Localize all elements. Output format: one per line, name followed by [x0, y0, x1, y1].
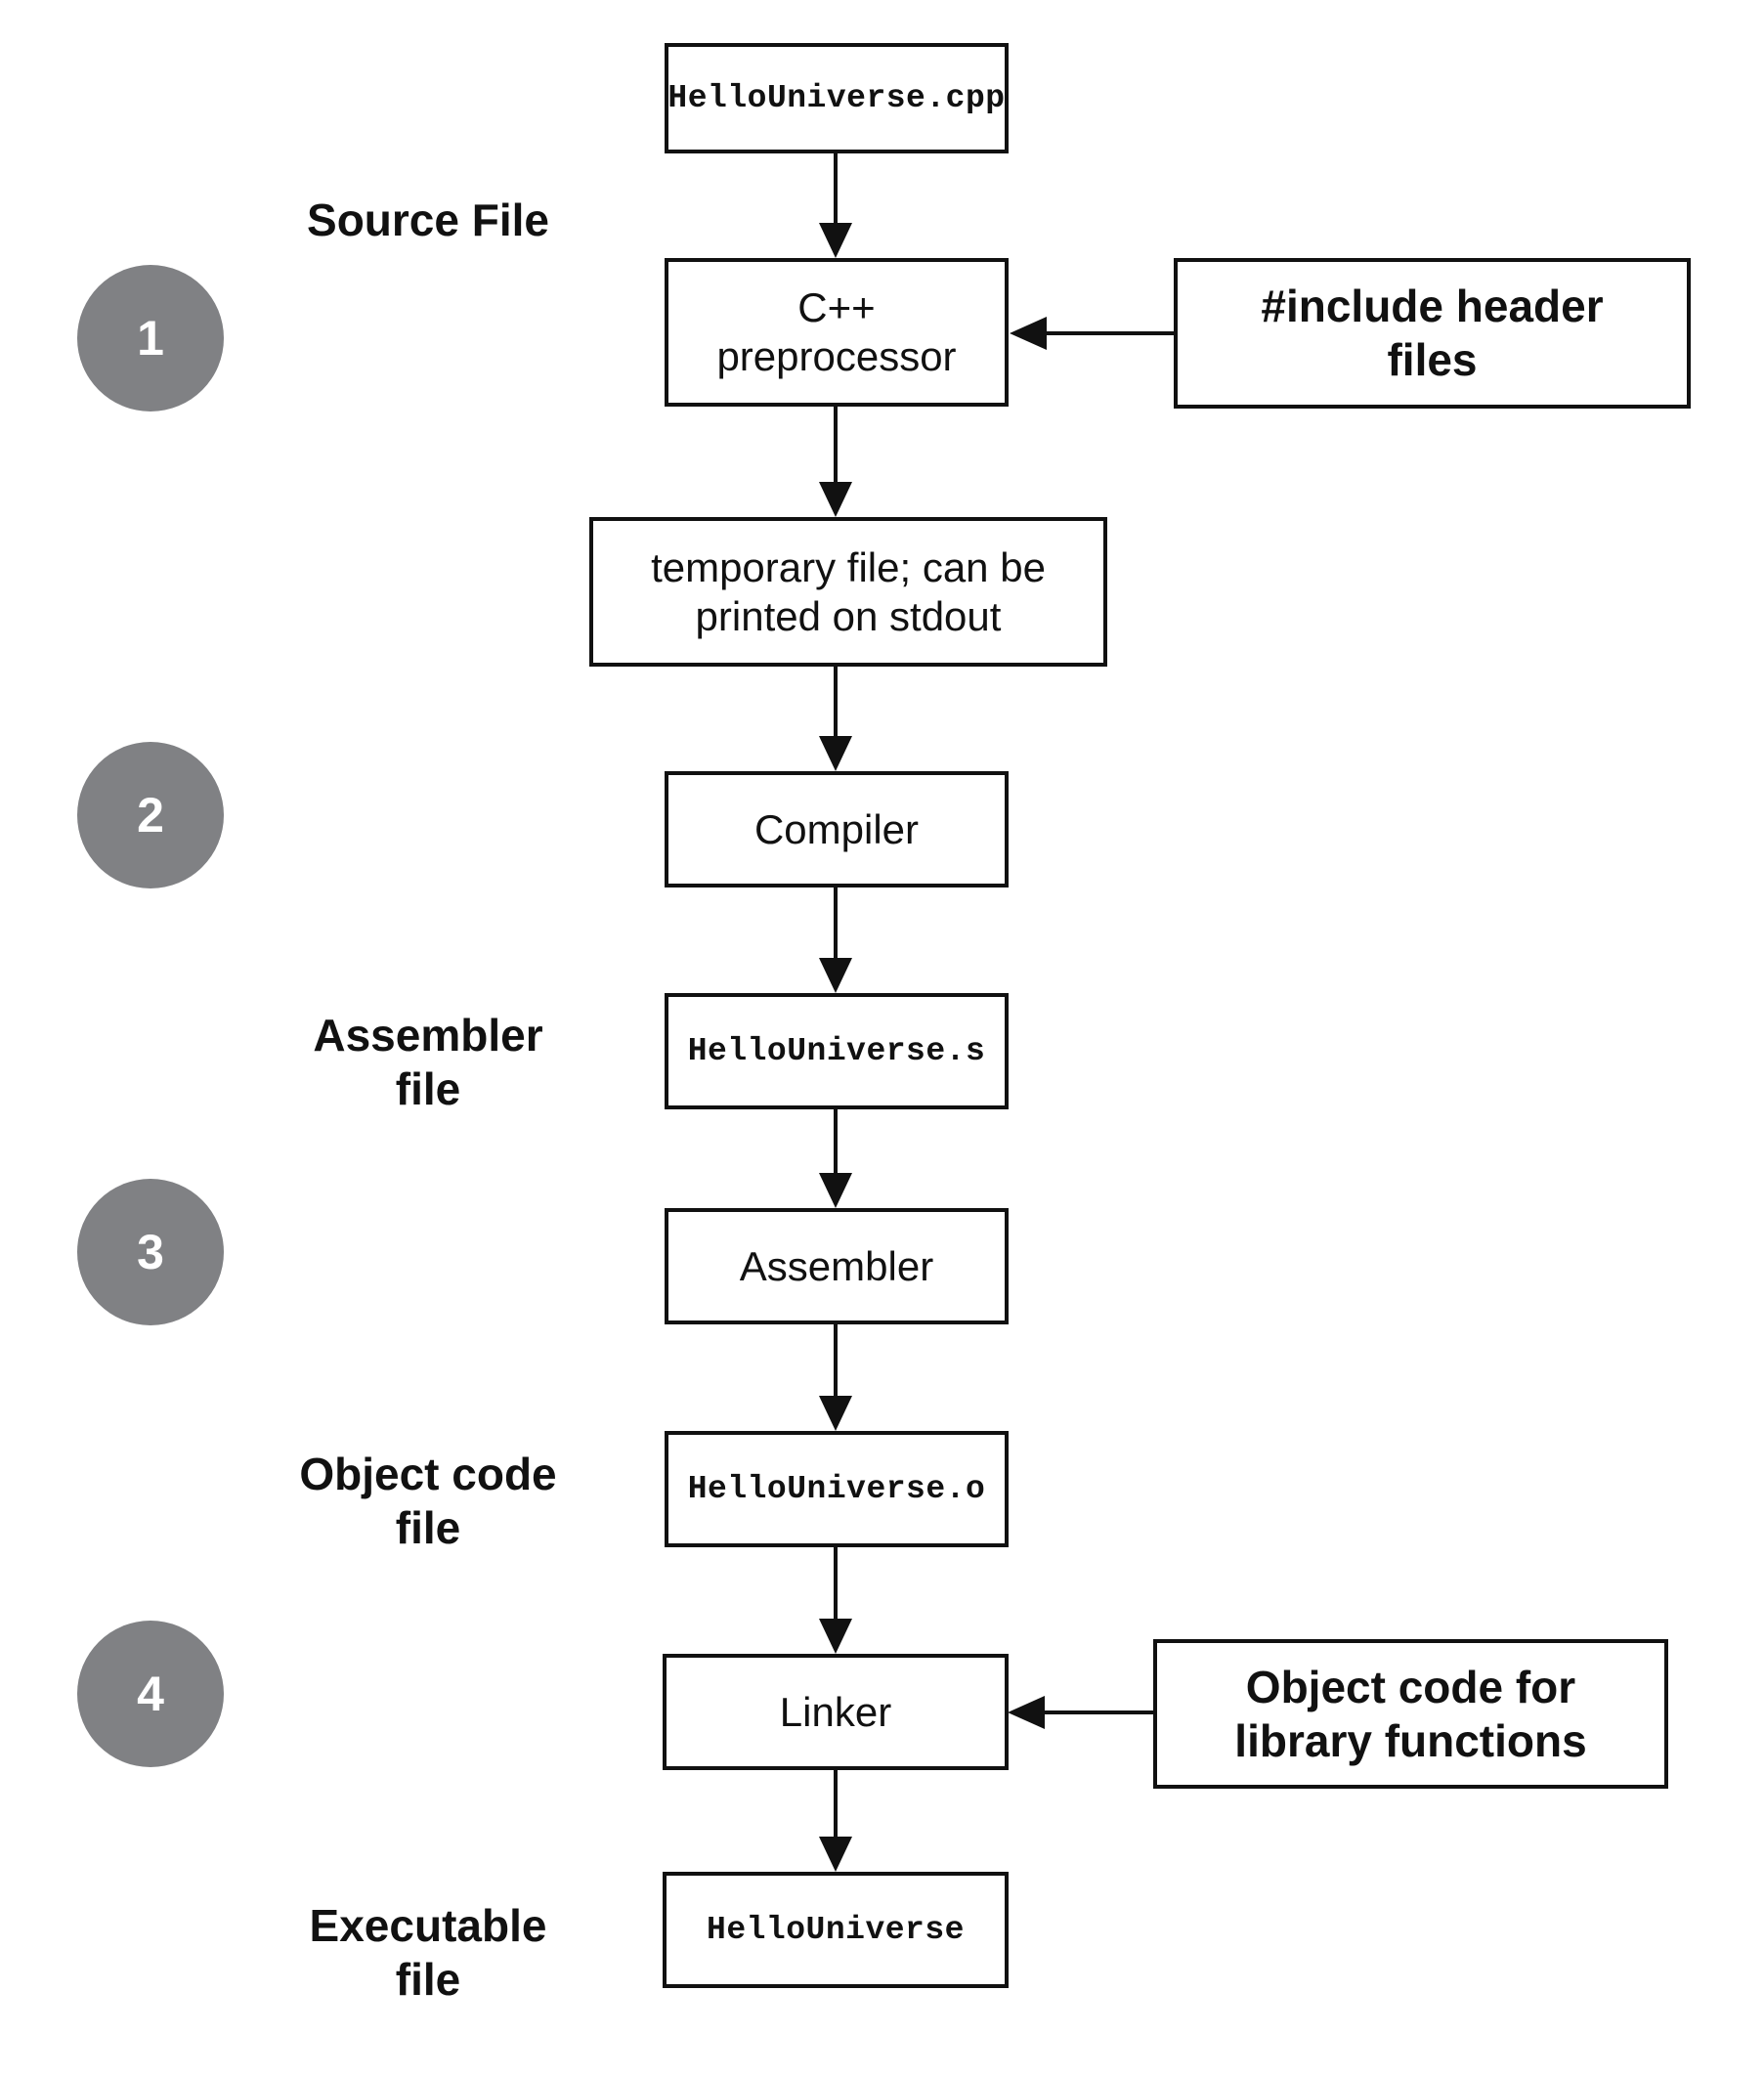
preprocessor-box: C++ preprocessor [665, 258, 1009, 407]
assembly-file-box: HelloUniverse.s [665, 993, 1009, 1109]
arrow-object-to-linker [819, 1547, 852, 1654]
executable-file-label-line-2: file [395, 1954, 461, 2005]
preprocessor-label-line-1: C++ [797, 284, 876, 330]
step-1-circle: 1 [77, 265, 224, 411]
linker-label: Linker [779, 1688, 892, 1735]
assembler-file-label: Assembler file [272, 1009, 584, 1116]
source-file-name: HelloUniverse.cpp [667, 80, 1006, 116]
arrow-assembler-to-object [819, 1324, 852, 1431]
arrow-temporary-to-compiler [819, 667, 852, 771]
compiler-box: Compiler [665, 771, 1009, 887]
object-code-file-label-line-2: file [395, 1502, 461, 1553]
assembler-label: Assembler [739, 1242, 934, 1289]
object-code-file-label: Object code file [272, 1448, 584, 1555]
library-object-code-line-1: Object code for [1245, 1661, 1576, 1712]
source-file-label: Source File [272, 194, 584, 247]
step-4-circle: 4 [77, 1621, 224, 1767]
library-object-code-box: Object code for library functions [1153, 1639, 1668, 1789]
arrow-preprocessor-to-temporary [819, 407, 852, 517]
assembly-file-name: HelloUniverse.s [687, 1033, 986, 1069]
library-object-code-line-2: library functions [1234, 1714, 1587, 1766]
object-code-file-label-line-1: Object code [299, 1449, 557, 1499]
preprocessor-label-line-2: preprocessor [716, 333, 957, 379]
arrow-source-to-preprocessor [819, 153, 852, 258]
source-file-label-line-1: Source File [307, 195, 549, 245]
temporary-file-line-1: temporary file; can be [651, 543, 1046, 590]
include-header-files-box: #include header files [1174, 258, 1691, 409]
step-3-circle: 3 [77, 1179, 224, 1325]
assembler-file-label-line-2: file [395, 1063, 461, 1114]
arrow-library-to-linker [1008, 1696, 1153, 1729]
object-file-box: HelloUniverse.o [665, 1431, 1009, 1547]
arrow-assembly-to-assembler [819, 1109, 852, 1208]
linker-box: Linker [663, 1654, 1009, 1770]
arrow-linker-to-executable [819, 1770, 852, 1872]
executable-box: HelloUniverse [663, 1872, 1009, 1988]
assembler-box: Assembler [665, 1208, 1009, 1324]
assembler-file-label-line-1: Assembler [313, 1010, 543, 1061]
executable-file-label-line-1: Executable [309, 1900, 547, 1951]
compiler-label: Compiler [753, 805, 920, 852]
temporary-file-line-2: printed on stdout [695, 592, 1002, 639]
source-file-box: HelloUniverse.cpp [665, 43, 1009, 153]
include-header-files-line-2: files [1387, 334, 1478, 385]
executable-name: HelloUniverse [707, 1912, 965, 1948]
arrow-headers-to-preprocessor [1010, 317, 1174, 350]
object-file-name: HelloUniverse.o [687, 1471, 986, 1507]
step-2-circle: 2 [77, 742, 224, 888]
executable-file-label: Executable file [272, 1899, 584, 2007]
temporary-file-box: temporary file; can be printed on stdout [589, 517, 1107, 667]
arrow-compiler-to-assembly [819, 887, 852, 993]
include-header-files-line-1: #include header [1261, 281, 1604, 331]
